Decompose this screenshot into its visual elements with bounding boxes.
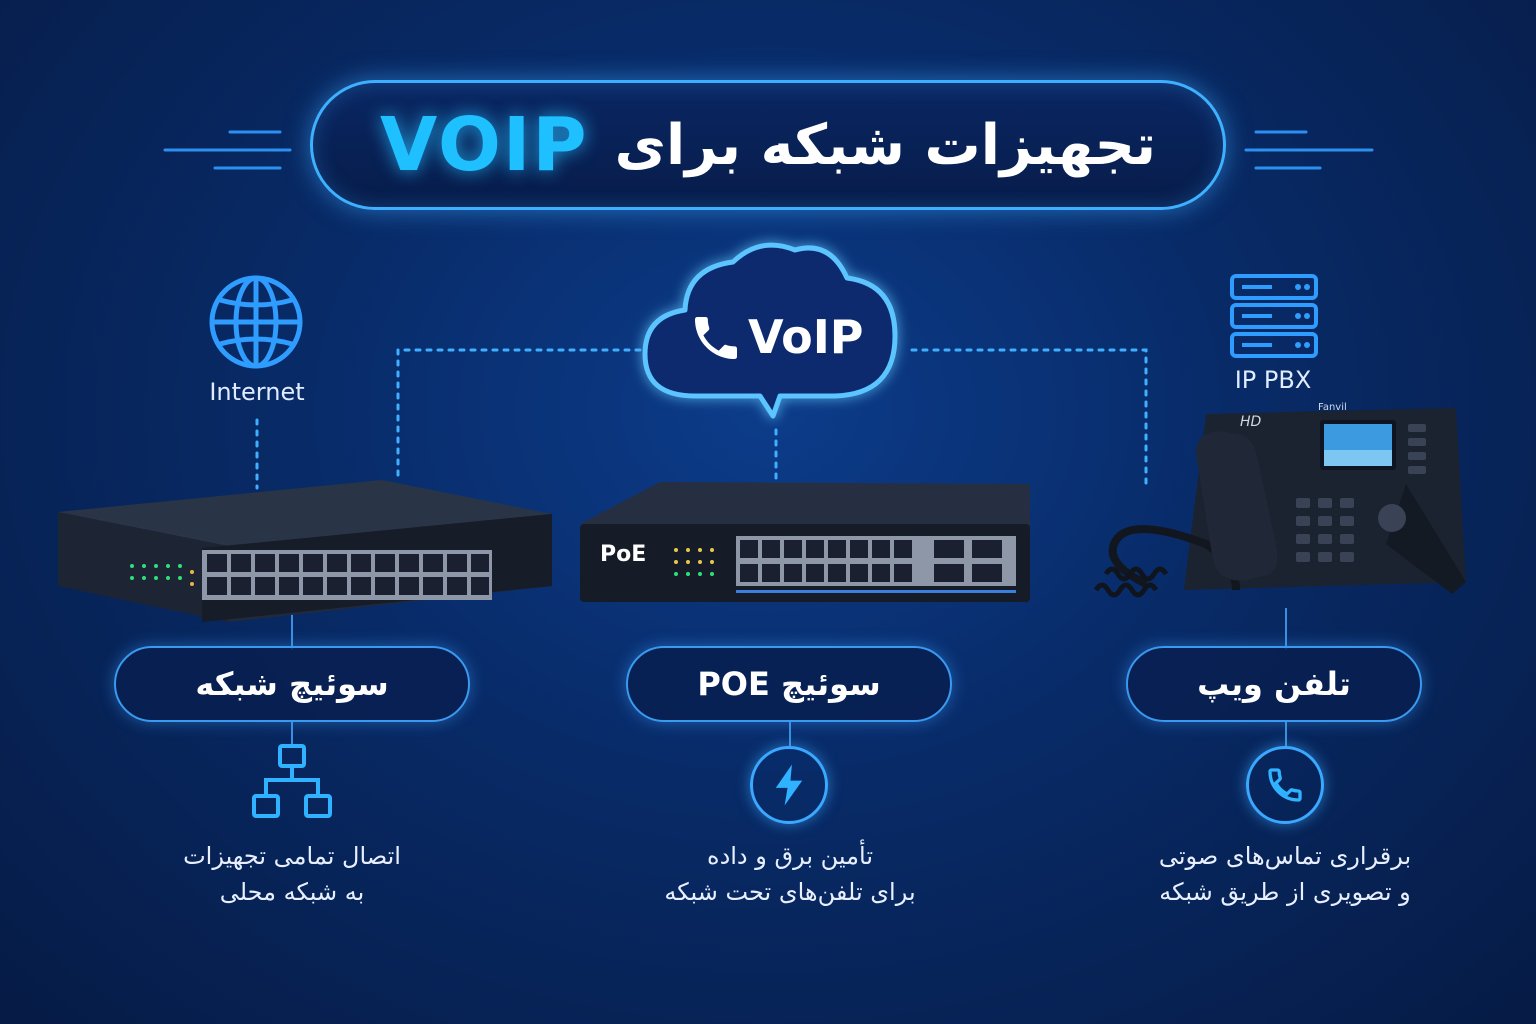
voip-phone-description: برقراری تماس‌های صوتی و تصویری از طریق ش… xyxy=(1158,842,1412,906)
network-switch-label: سوئیچ شبکه xyxy=(114,646,470,722)
poe-switch-description: تأمین برق و داده برای تلفن‌های تحت شبکه xyxy=(664,842,916,906)
lightning-icon xyxy=(750,746,828,824)
poe-switch-image xyxy=(580,482,1030,602)
cloud-icon xyxy=(642,242,898,419)
poe-switch-label: سوئیچ POE xyxy=(626,646,952,722)
phone-hd-label: HD xyxy=(1240,414,1262,430)
title-english: VOIP xyxy=(380,102,589,188)
network-switch-image xyxy=(58,480,552,622)
title-persian: تجهیزات شبکه برای xyxy=(614,112,1157,178)
network-tree-icon xyxy=(252,744,332,818)
network-switch-description: اتصال تمامی تجهیزات به شبکه محلی xyxy=(183,842,401,906)
voip-phone-image xyxy=(1093,408,1466,598)
phone-brand: Fanvil xyxy=(1318,402,1347,413)
pbx-label: IP PBX xyxy=(1234,366,1312,394)
phone-icon xyxy=(695,317,737,359)
internet-label: Internet xyxy=(209,378,305,406)
call-icon xyxy=(1246,746,1324,824)
title-side-lines xyxy=(163,130,1374,170)
server-icon xyxy=(1230,274,1318,358)
voip-phone-label: تلفن ویپ xyxy=(1126,646,1422,722)
title-banner: تجهیزات شبکه برای VOIP xyxy=(310,80,1226,210)
globe-icon xyxy=(209,275,303,369)
poe-badge: PoE xyxy=(600,542,647,567)
cloud-label: VoIP xyxy=(748,310,864,364)
